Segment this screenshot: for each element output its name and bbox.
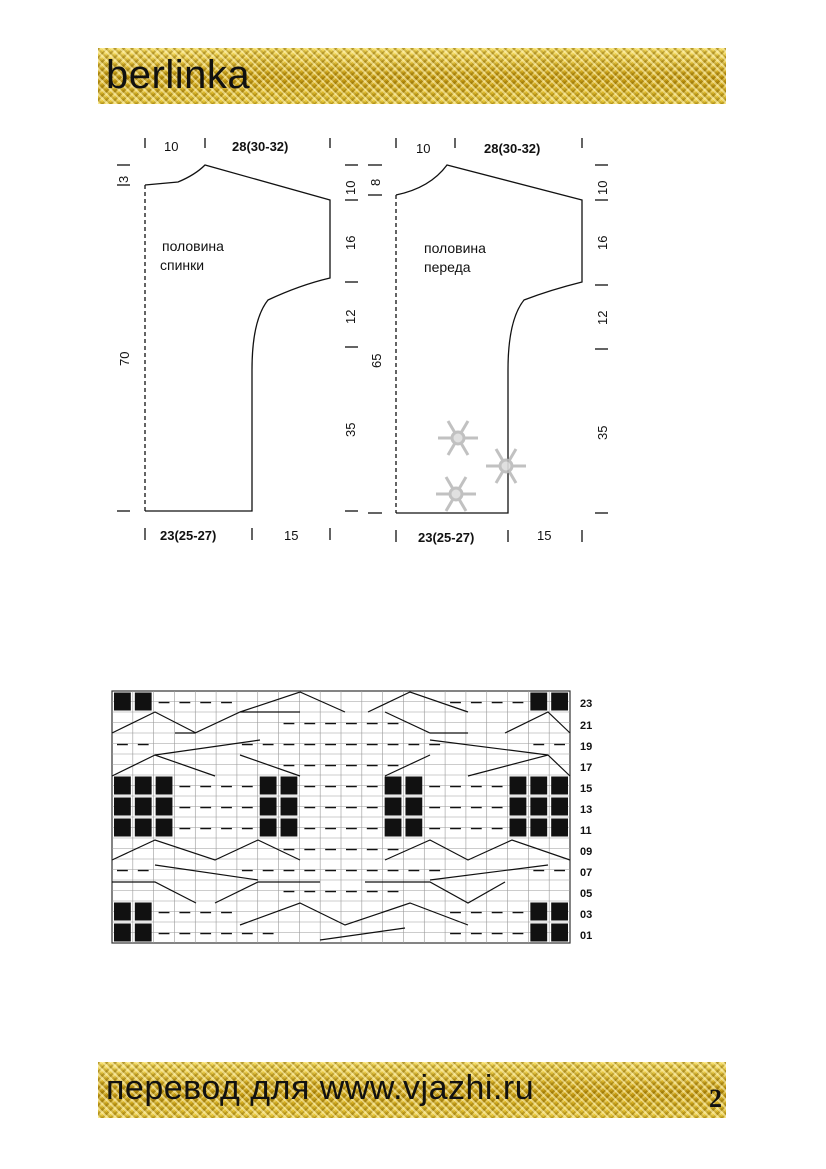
back-top-left-width: 10 — [164, 139, 178, 154]
chart-black-square — [530, 776, 548, 795]
front-shoulder-drop: 8 — [368, 179, 383, 186]
back-top-right-width: 28(30-32) — [232, 139, 288, 154]
chart-black-square — [259, 797, 277, 816]
chart-black-square — [259, 818, 277, 837]
chart-black-square — [551, 902, 568, 921]
back-right-body: 35 — [343, 423, 358, 437]
front-top-right-width: 28(30-32) — [484, 141, 540, 156]
footer-banner: перевод для www.vjazhi.ru 2 — [98, 1062, 726, 1118]
header-title: berlinka — [106, 53, 251, 97]
chart-row-15: 15 — [580, 783, 592, 795]
chart-black-square — [530, 692, 548, 711]
chart-row-05: 05 — [580, 888, 592, 900]
chart-black-square — [114, 923, 131, 942]
chart-black-square — [509, 797, 527, 816]
chart-black-square — [280, 797, 298, 816]
chart-black-square — [259, 776, 277, 795]
chart-black-square — [405, 818, 423, 837]
front-right-sleeve: 16 — [595, 236, 610, 250]
front-right-shoulder: 10 — [595, 181, 610, 195]
front-bottom-width: 23(25-27) — [418, 530, 474, 545]
back-right-sleeve: 16 — [343, 236, 358, 250]
page-number: 2 — [709, 1084, 722, 1113]
front-dimension-labels: 10 28(30-32) 8 65 10 16 12 35 23(25-27) … — [368, 141, 610, 545]
back-label-line2: спинки — [160, 257, 204, 273]
chart-black-square — [509, 776, 527, 795]
back-right-underarm: 12 — [343, 310, 358, 324]
knitting-chart-symbols — [111, 691, 571, 941]
front-pattern — [368, 138, 608, 542]
back-label-line1: половина — [162, 238, 224, 254]
back-bottom-right: 15 — [284, 528, 298, 543]
chart-black-square — [509, 818, 527, 837]
back-right-shoulder: 10 — [343, 181, 358, 195]
chart-black-square — [384, 797, 402, 816]
chart-row-03: 03 — [580, 909, 592, 921]
knitting-chart — [111, 690, 571, 944]
chart-black-square — [134, 818, 152, 837]
chart-black-square — [114, 692, 131, 711]
chart-black-square — [530, 902, 548, 921]
chart-row-01: 01 — [580, 930, 592, 942]
chart-row-07: 07 — [580, 867, 592, 879]
chart-row-19: 19 — [580, 741, 592, 753]
chart-black-square — [280, 776, 298, 795]
chart-black-square — [405, 797, 423, 816]
chart-black-square — [114, 818, 131, 837]
front-top-left-width: 10 — [416, 141, 430, 156]
chart-black-square — [551, 923, 568, 942]
chart-black-square — [384, 776, 402, 795]
chart-black-square — [114, 776, 131, 795]
front-right-body: 35 — [595, 426, 610, 440]
chart-black-square — [384, 818, 402, 837]
chart-row-09: 09 — [580, 846, 592, 858]
chart-black-square — [551, 776, 568, 795]
chart-black-square — [134, 776, 152, 795]
chart-black-square — [134, 923, 152, 942]
chart-black-square — [551, 692, 568, 711]
chart-black-square — [530, 923, 548, 942]
front-label-line1: половина — [424, 240, 486, 256]
chart-black-square — [405, 776, 423, 795]
back-dimension-labels: 10 28(30-32) 3 70 10 16 12 35 23(25-27) … — [116, 139, 358, 543]
chart-black-square — [155, 797, 173, 816]
chart-black-square — [530, 797, 548, 816]
chart-black-square — [134, 692, 152, 711]
back-shoulder-drop: 3 — [116, 176, 131, 183]
chart-row-17: 17 — [580, 762, 592, 774]
chart-black-square — [134, 902, 152, 921]
chart-black-square — [551, 797, 568, 816]
chart-black-square — [280, 818, 298, 837]
front-label-line2: переда — [424, 259, 471, 275]
chart-black-square — [155, 776, 173, 795]
chart-black-square — [155, 818, 173, 837]
header-banner: berlinka — [98, 48, 726, 104]
back-pattern — [117, 138, 358, 540]
chart-black-square — [114, 797, 131, 816]
snowflake-decoration — [436, 420, 526, 512]
chart-row-11: 11 — [580, 825, 592, 837]
front-total-length: 65 — [369, 354, 384, 368]
chart-row-13: 13 — [580, 804, 592, 816]
chart-row-21: 21 — [580, 720, 592, 732]
chart-black-square — [114, 902, 131, 921]
front-right-underarm: 12 — [595, 311, 610, 325]
front-bottom-right: 15 — [537, 528, 551, 543]
chart-black-square — [134, 797, 152, 816]
footer-text: перевод для www.vjazhi.ru — [106, 1069, 535, 1107]
back-total-length: 70 — [117, 352, 132, 366]
chart-black-square — [530, 818, 548, 837]
back-bottom-width: 23(25-27) — [160, 528, 216, 543]
chart-row-23: 23 — [580, 698, 592, 710]
chart-black-square — [551, 818, 568, 837]
